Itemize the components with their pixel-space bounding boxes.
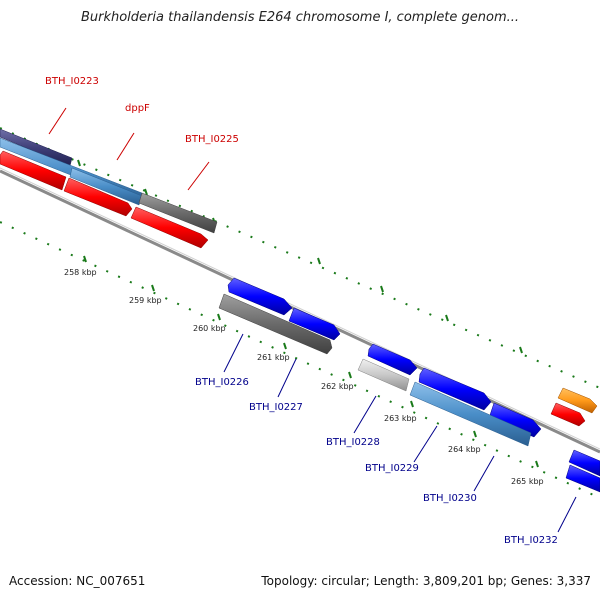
gene-dppf[interactable] [0, 137, 143, 206]
tick-label: 260 kbp [193, 324, 226, 333]
tick-label: 265 kbp [511, 477, 544, 486]
gene-bth-i0228[interactable] [357, 358, 410, 392]
gene-label[interactable]: BTH_I0230 [423, 493, 477, 504]
gene-labels: BTH_I0223 dppF BTH_I0225 BTH_I0226 BTH_I… [45, 76, 558, 546]
gene-bth-i0229[interactable] [409, 381, 532, 447]
tick-label: 259 kbp [129, 296, 162, 305]
gene-red-track[interactable] [0, 150, 209, 249]
scale-labels: 258 kbp 259 kbp 260 kbp 261 kbp 262 kbp … [64, 268, 544, 486]
tick-label: 263 kbp [384, 414, 417, 423]
inner-major-ticks [83, 255, 539, 468]
map-title: Burkholderia thailandensis E264 chromoso… [80, 10, 520, 25]
gene-label[interactable]: BTH_I0227 [249, 402, 303, 413]
gene-bth-i0227[interactable] [218, 293, 333, 355]
label-leaders [48, 107, 577, 533]
gene-bth-i0226b[interactable] [288, 307, 341, 341]
gene-label[interactable]: BTH_I0223 [45, 76, 99, 87]
outer-scale-ring [0, 127, 600, 389]
gene-label[interactable]: BTH_I0226 [195, 377, 249, 388]
tick-label: 258 kbp [64, 268, 97, 277]
tick-label: 261 kbp [257, 353, 290, 362]
gene-label[interactable]: dppF [125, 103, 150, 114]
gene-label[interactable]: BTH_I0225 [185, 134, 239, 145]
tick-label: 264 kbp [448, 445, 481, 454]
gene-label[interactable]: BTH_I0232 [504, 535, 558, 546]
gene-bth-i0226[interactable] [227, 277, 293, 316]
accession-text: Accession: NC_007651 [9, 574, 146, 588]
gene-orange[interactable] [557, 387, 598, 414]
gene-bth-i0225[interactable] [138, 192, 218, 234]
gene-red-right[interactable] [550, 402, 586, 427]
gene-bth-i0232[interactable] [565, 449, 600, 493]
gene-label[interactable]: BTH_I0229 [365, 463, 419, 474]
topology-summary: Topology: circular; Length: 3,809,201 bp… [261, 574, 591, 588]
gene-blue-mid[interactable] [367, 343, 542, 438]
gene-label[interactable]: BTH_I0228 [326, 437, 380, 448]
inner-scale-ring [0, 221, 600, 499]
tick-label: 262 kbp [321, 382, 354, 391]
